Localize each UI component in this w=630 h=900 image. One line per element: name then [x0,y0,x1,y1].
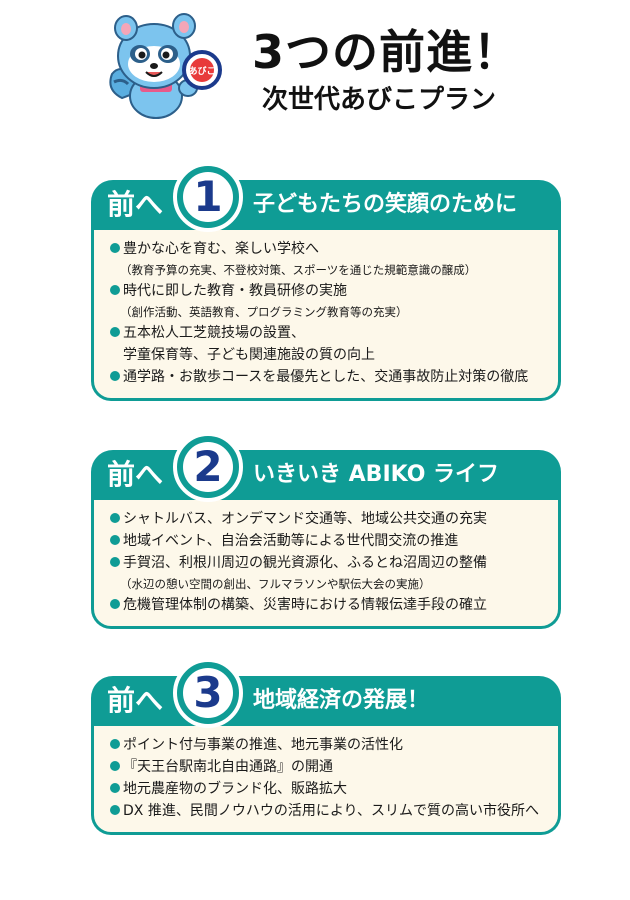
section-title: 子どもたちの笑顔のために [253,192,518,217]
section-number: 3 [193,668,223,717]
section-body: ポイント付与事業の推進、地元事業の活性化 『天王台駅南北自由通路』の開通 地元農… [91,726,561,835]
section-title: 地域経済の発展！ [253,688,430,713]
bullet-icon [110,805,120,815]
list-item: シャトルバス、オンデマンド交通等、地域公共交通の充実 [110,508,548,530]
list-item: 通学路・お散歩コースを最優先とした、交通事故防止対策の徹底 [110,366,548,388]
section-body: シャトルバス、オンデマンド交通等、地域公共交通の充実 地域イベント、自治会活動等… [91,500,561,629]
section-title: いきいき ABIKO ライフ [253,462,500,487]
section-1: 前へ 1 子どもたちの笑顔のために 豊かな心を育む、楽しい学校へ （教育予算の充… [91,162,561,401]
mae-label: 前へ [107,458,164,491]
bullet-icon [110,513,120,523]
section-2: 前へ 2 いきいき ABIKO ライフ シャトルバス、オンデマンド交通等、地域公… [91,432,561,629]
list-item: 時代に即した教育・教員研修の実施 [110,280,548,302]
list-item: 手賀沼、利根川周辺の観光資源化、ふるとね沼周辺の整備 [110,552,548,574]
mae-label: 前へ [107,684,164,717]
list-item: ポイント付与事業の推進、地元事業の活性化 [110,734,548,756]
list-item-note: （水辺の憩い空間の創出、フルマラソンや駅伝大会の実施） [120,577,431,591]
page-title: 3つの前進！ [252,25,521,79]
list-item-note: （創作活動、英語教育、プログラミング教育等の充実） [120,305,408,319]
section-number: 1 [193,172,223,221]
number-badge: 3 [173,658,243,728]
bullet-icon [110,535,120,545]
bullet-icon [110,371,120,381]
mae-label: 前へ [107,188,164,221]
list-item: DX 推進、民間ノウハウの活用により、スリムで質の高い市役所へ [110,800,548,822]
list-item: 地元農産物のブランド化、販路拡大 [110,778,548,800]
header: あびこ 3つの前進！ 次世代あびこプラン [0,0,630,130]
section-header: 前へ 2 いきいき ABIKO ライフ [91,432,561,502]
section-header: 前へ 3 地域経済の発展！ [91,658,561,728]
bullet-icon [110,739,120,749]
section-3: 前へ 3 地域経済の発展！ ポイント付与事業の推進、地元事業の活性化 『天王台駅… [91,658,561,835]
list-item: 危機管理体制の構築、災害時における情報伝達手段の確立 [110,594,548,616]
bullet-icon [110,327,120,337]
page-subtitle: 次世代あびこプラン [262,85,497,115]
bullet-icon [110,761,120,771]
list-item-note: （教育予算の充実、不登校対策、スポーツを通じた規範意識の醸成） [120,263,477,277]
bullet-icon [110,243,120,253]
number-badge: 1 [173,162,243,232]
list-item-continuation: 学童保育等、子ども関連施設の質の向上 [123,347,375,363]
bullet-icon [110,557,120,567]
list-item: 『天王台駅南北自由通路』の開通 [110,756,548,778]
number-badge: 2 [173,432,243,502]
bullet-icon [110,599,120,609]
list-item: 五本松人工芝競技場の設置、 [110,322,548,344]
bullet-icon [110,783,120,793]
section-body: 豊かな心を育む、楽しい学校へ （教育予算の充実、不登校対策、スポーツを通じた規範… [91,230,561,401]
bullet-icon [110,285,120,295]
section-number: 2 [193,442,223,491]
list-item: 豊かな心を育む、楽しい学校へ [110,238,548,260]
list-item: 地域イベント、自治会活動等による世代間交流の推進 [110,530,548,552]
section-header: 前へ 1 子どもたちの笑顔のために [91,162,561,232]
raccoon-mascot-icon: あびこ [109,13,222,119]
mascot-badge-text: あびこ [188,65,215,77]
